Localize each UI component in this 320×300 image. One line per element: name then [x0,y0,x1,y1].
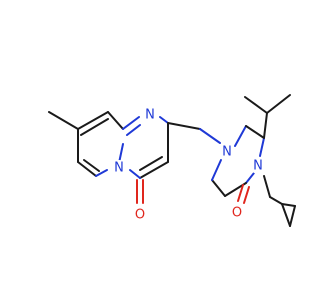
bond-ch2-n1d [199,128,221,144]
bond-ch2-cp [269,196,283,205]
bond-layer [48,94,296,227]
atom-n-pyrimidine-top: N [142,107,158,123]
bond-n5-c9a [118,143,124,164]
bond-c6d-c7d [211,179,226,197]
bond-cp-a [281,203,291,227]
bond-c9a-n1 [122,116,140,130]
bond-n1d-c2d [234,125,247,147]
bond-c2d-c3d [245,125,265,139]
atom-label-n: N [114,161,124,176]
atom-label-n: N [145,108,155,123]
atom-label-n: N [253,159,263,174]
bond-c3d-ipr [263,112,268,139]
bond-c6-c7 [77,161,97,177]
bond-c6-n5 [95,169,108,177]
bond-c9-c9a [107,111,124,130]
bond-c4-n5 [129,169,141,179]
atom-label-o: O [232,206,242,221]
bond-cp-c [281,203,296,207]
bond-c9a-n1-double [126,124,141,136]
atom-n-bridgehead: N [111,160,127,176]
bond-cp-b [289,205,296,227]
bond-c8-c9-double [80,118,109,136]
atom-o-lactam: O [229,205,245,221]
bond-c6-c7-double [83,159,100,172]
bond-c3-c4-double [139,156,163,171]
atom-n-diazepane-1: N [219,144,235,160]
bond-c3-c4 [139,161,169,179]
atom-n-diazepane-4: N [250,158,266,174]
atom-o-ketone: O [132,207,148,223]
bond-c5d-o [237,184,244,202]
bond-c2-ch2 [167,122,201,130]
bond-n4d-ch2 [263,175,271,198]
bond-ipr-me2 [266,94,291,114]
molecule-structure-diagram: N N O N N O [48,94,296,227]
atom-label-layer: N N O N N O [111,107,266,223]
bond-n4d-c5d [245,172,255,184]
bond-c7d-n1d [211,159,222,181]
bond-n1-c2 [159,116,169,124]
atom-label-n: N [222,145,232,160]
bond-c8-c9 [77,111,109,130]
bond-c3d-n4d [259,137,265,157]
bond-methyl [48,111,79,130]
bond-c5d-o-double [243,186,250,204]
atom-label-o: O [135,208,145,223]
bond-ipr-me1 [244,96,268,114]
